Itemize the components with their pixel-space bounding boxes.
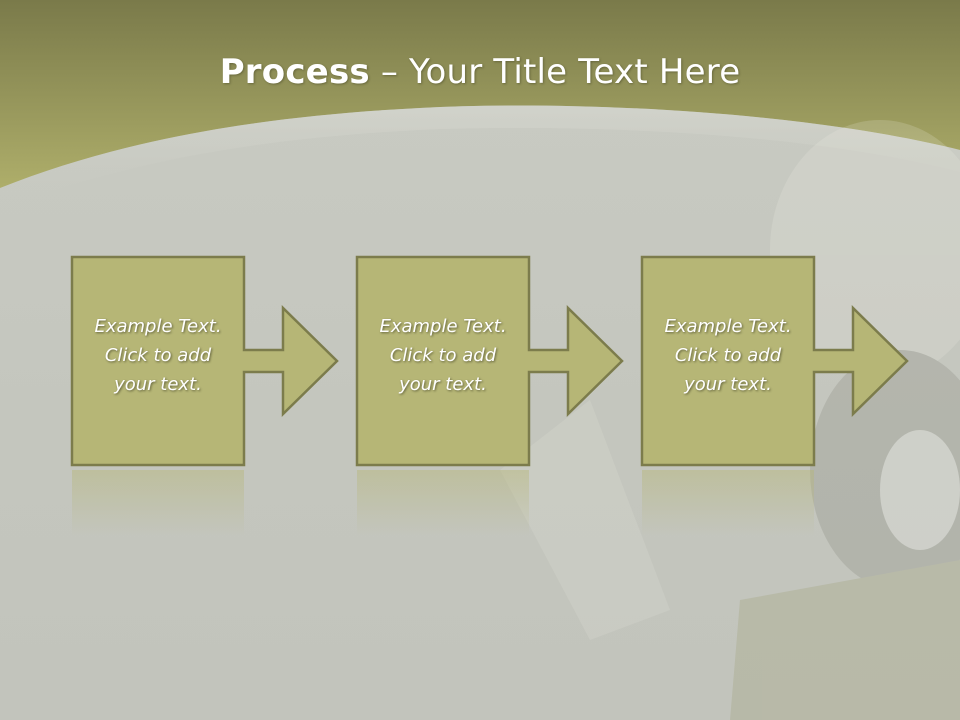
step-reflection [642, 470, 814, 536]
step-arrow-shape [640, 255, 909, 467]
slide-title: Process – Your Title Text Here [0, 52, 960, 92]
title-rest: – Your Title Text Here [369, 52, 741, 92]
step-text: Example Text. Click to add your text. [379, 316, 507, 395]
process-step-2[interactable]: Example Text. Click to add your text. [355, 255, 624, 468]
title-bold: Process [219, 52, 370, 92]
step-text: Example Text. Click to add your text. [94, 316, 222, 395]
process-step-1[interactable]: Example Text. Click to add your text. [70, 255, 339, 468]
step-reflection [357, 470, 529, 536]
step-arrow-shape [70, 255, 339, 467]
process-step-3[interactable]: Example Text. Click to add your text. [640, 255, 909, 468]
step-text: Example Text. Click to add your text. [664, 316, 792, 395]
background-decoration [500, 120, 960, 720]
step-arrow-shape [355, 255, 624, 467]
step-reflection [72, 470, 244, 536]
